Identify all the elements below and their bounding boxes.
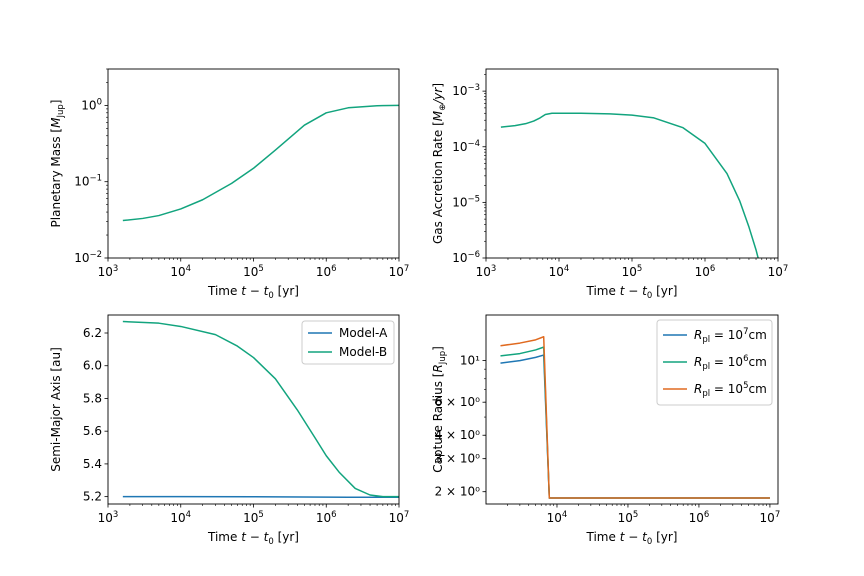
series-line-1 [122, 495, 399, 499]
x-tick-label: 105 [243, 264, 264, 279]
x-tick-label: 103 [98, 264, 119, 279]
series-group [122, 320, 399, 499]
series-line-1 [122, 104, 399, 222]
y-tick-label: 100 [81, 97, 102, 112]
x-tick-label: 103 [98, 510, 119, 525]
series-line-3 [500, 336, 770, 499]
y-axis-label: Semi-Major Axis [au] [49, 347, 63, 472]
legend-label: Rpl = 105cm [694, 381, 767, 399]
x-tick-label: 107 [389, 510, 410, 525]
axes-frame [485, 314, 779, 505]
series-group [500, 112, 759, 258]
y-tick-label: 10−1 [74, 174, 102, 189]
x-axis-label: Time t − t0 [yr] [207, 284, 299, 301]
x-axis-label: Time t − t0 [yr] [586, 284, 678, 301]
x-tick-label: 103 [476, 264, 497, 279]
x-tick-label: 104 [549, 264, 570, 279]
x-axis-label: Time t − t0 [yr] [207, 530, 299, 547]
y-tick-label: 10−6 [452, 250, 480, 265]
y-tick-label: 6.0 [83, 359, 102, 373]
y-tick-label: 10−3 [452, 83, 480, 98]
y-tick-label: 5.4 [83, 457, 102, 471]
y-tick-label: 6 × 10⁰ [435, 395, 481, 409]
y-axis-label: Planetary Mass [MJup] [49, 100, 66, 228]
y-tick-label: 2 × 10⁰ [435, 485, 481, 499]
y-tick-label: 6.2 [83, 326, 102, 340]
legend-box [656, 319, 773, 406]
y-tick-label: 10¹ [460, 354, 480, 368]
y-tick-label: 10−2 [74, 250, 102, 265]
legend-label: Rpl = 106cm [694, 354, 767, 372]
legend: Model-A Model-B [301, 320, 395, 365]
y-tick-label: 10−4 [452, 139, 480, 154]
x-tick-label: 104 [547, 510, 568, 525]
legend-label: Rpl = 107cm [694, 327, 767, 345]
y-axis-label: Capture Radius [RJup] [431, 346, 448, 473]
series-line-1 [500, 112, 759, 258]
y-tick-label: 5.2 [83, 490, 102, 504]
x-tick-label: 106 [316, 510, 337, 525]
y-tick-label: 4 × 10⁰ [435, 428, 481, 442]
x-tick-label: 107 [768, 264, 789, 279]
x-axis-label: Time t − t0 [yr] [586, 530, 678, 547]
series-line-2 [122, 320, 399, 498]
y-tick-label: 3 × 10⁰ [435, 452, 481, 466]
y-axis-label: Gas Accretion Rate [M⊕/yr] [431, 83, 448, 244]
x-tick-label: 105 [618, 510, 639, 525]
x-tick-label: 105 [622, 264, 643, 279]
legend-label: Model-B [339, 345, 387, 359]
axes-frame [485, 68, 779, 259]
axes-frame [107, 68, 400, 259]
x-tick-label: 105 [243, 510, 264, 525]
y-tick-label: 10−5 [452, 194, 480, 209]
legend-label: Model-A [339, 326, 388, 340]
x-tick-label: 104 [170, 510, 191, 525]
x-tick-label: 107 [760, 510, 781, 525]
x-tick-label: 104 [170, 264, 191, 279]
x-tick-label: 106 [316, 264, 337, 279]
chart-panel-bottom-right: 104 105 106 107 2 × 10⁰ 3 × 10⁰ 4 × 10⁰ 6 × 10⁰… [431, 314, 781, 547]
axes-frame [107, 314, 400, 505]
series-group [500, 336, 770, 499]
series-group [122, 104, 399, 222]
legend-box [301, 320, 395, 365]
x-tick-label: 107 [389, 264, 410, 279]
x-tick-label: 106 [695, 264, 716, 279]
x-tick-label: 106 [689, 510, 710, 525]
y-tick-label: 5.8 [83, 391, 102, 405]
y-tick-label: 5.6 [83, 424, 102, 438]
